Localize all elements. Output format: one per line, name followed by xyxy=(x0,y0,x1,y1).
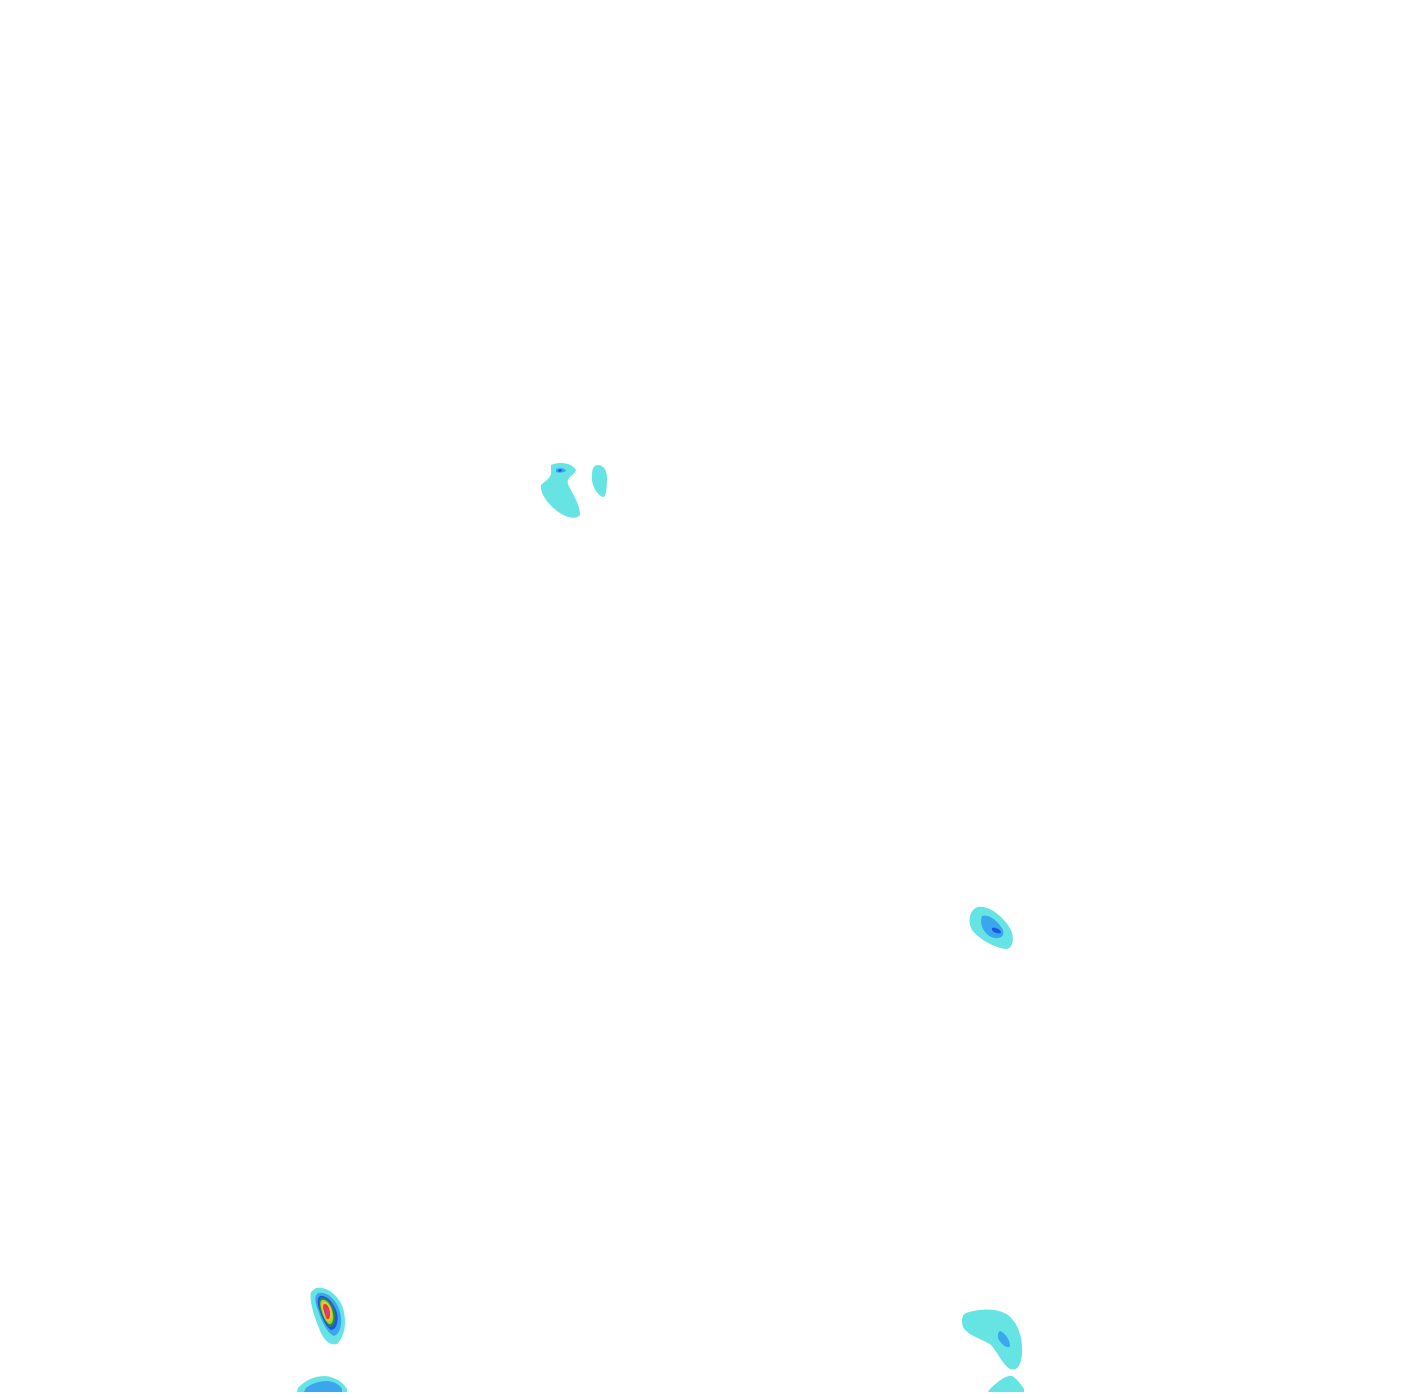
contour-peak-lower-right-level-2 xyxy=(997,1331,1010,1348)
contour-peak-lower-left-level-8 xyxy=(326,1308,329,1317)
contour-peak-upper-left-level-3 xyxy=(558,469,562,472)
contour-peak-middle-right-level-3 xyxy=(992,927,1001,934)
contour-peak-upper-left-level-1 xyxy=(540,462,580,518)
contour-peak-lower-right-level-1 xyxy=(962,1309,1023,1370)
contour-peak-upper-left-small-level-1 xyxy=(591,465,607,497)
contour-regions xyxy=(297,462,1024,1392)
contour-peak-bottom-left-edge-level-2 xyxy=(304,1381,342,1392)
contour-peak-bottom-right-edge-level-1 xyxy=(988,1375,1024,1392)
